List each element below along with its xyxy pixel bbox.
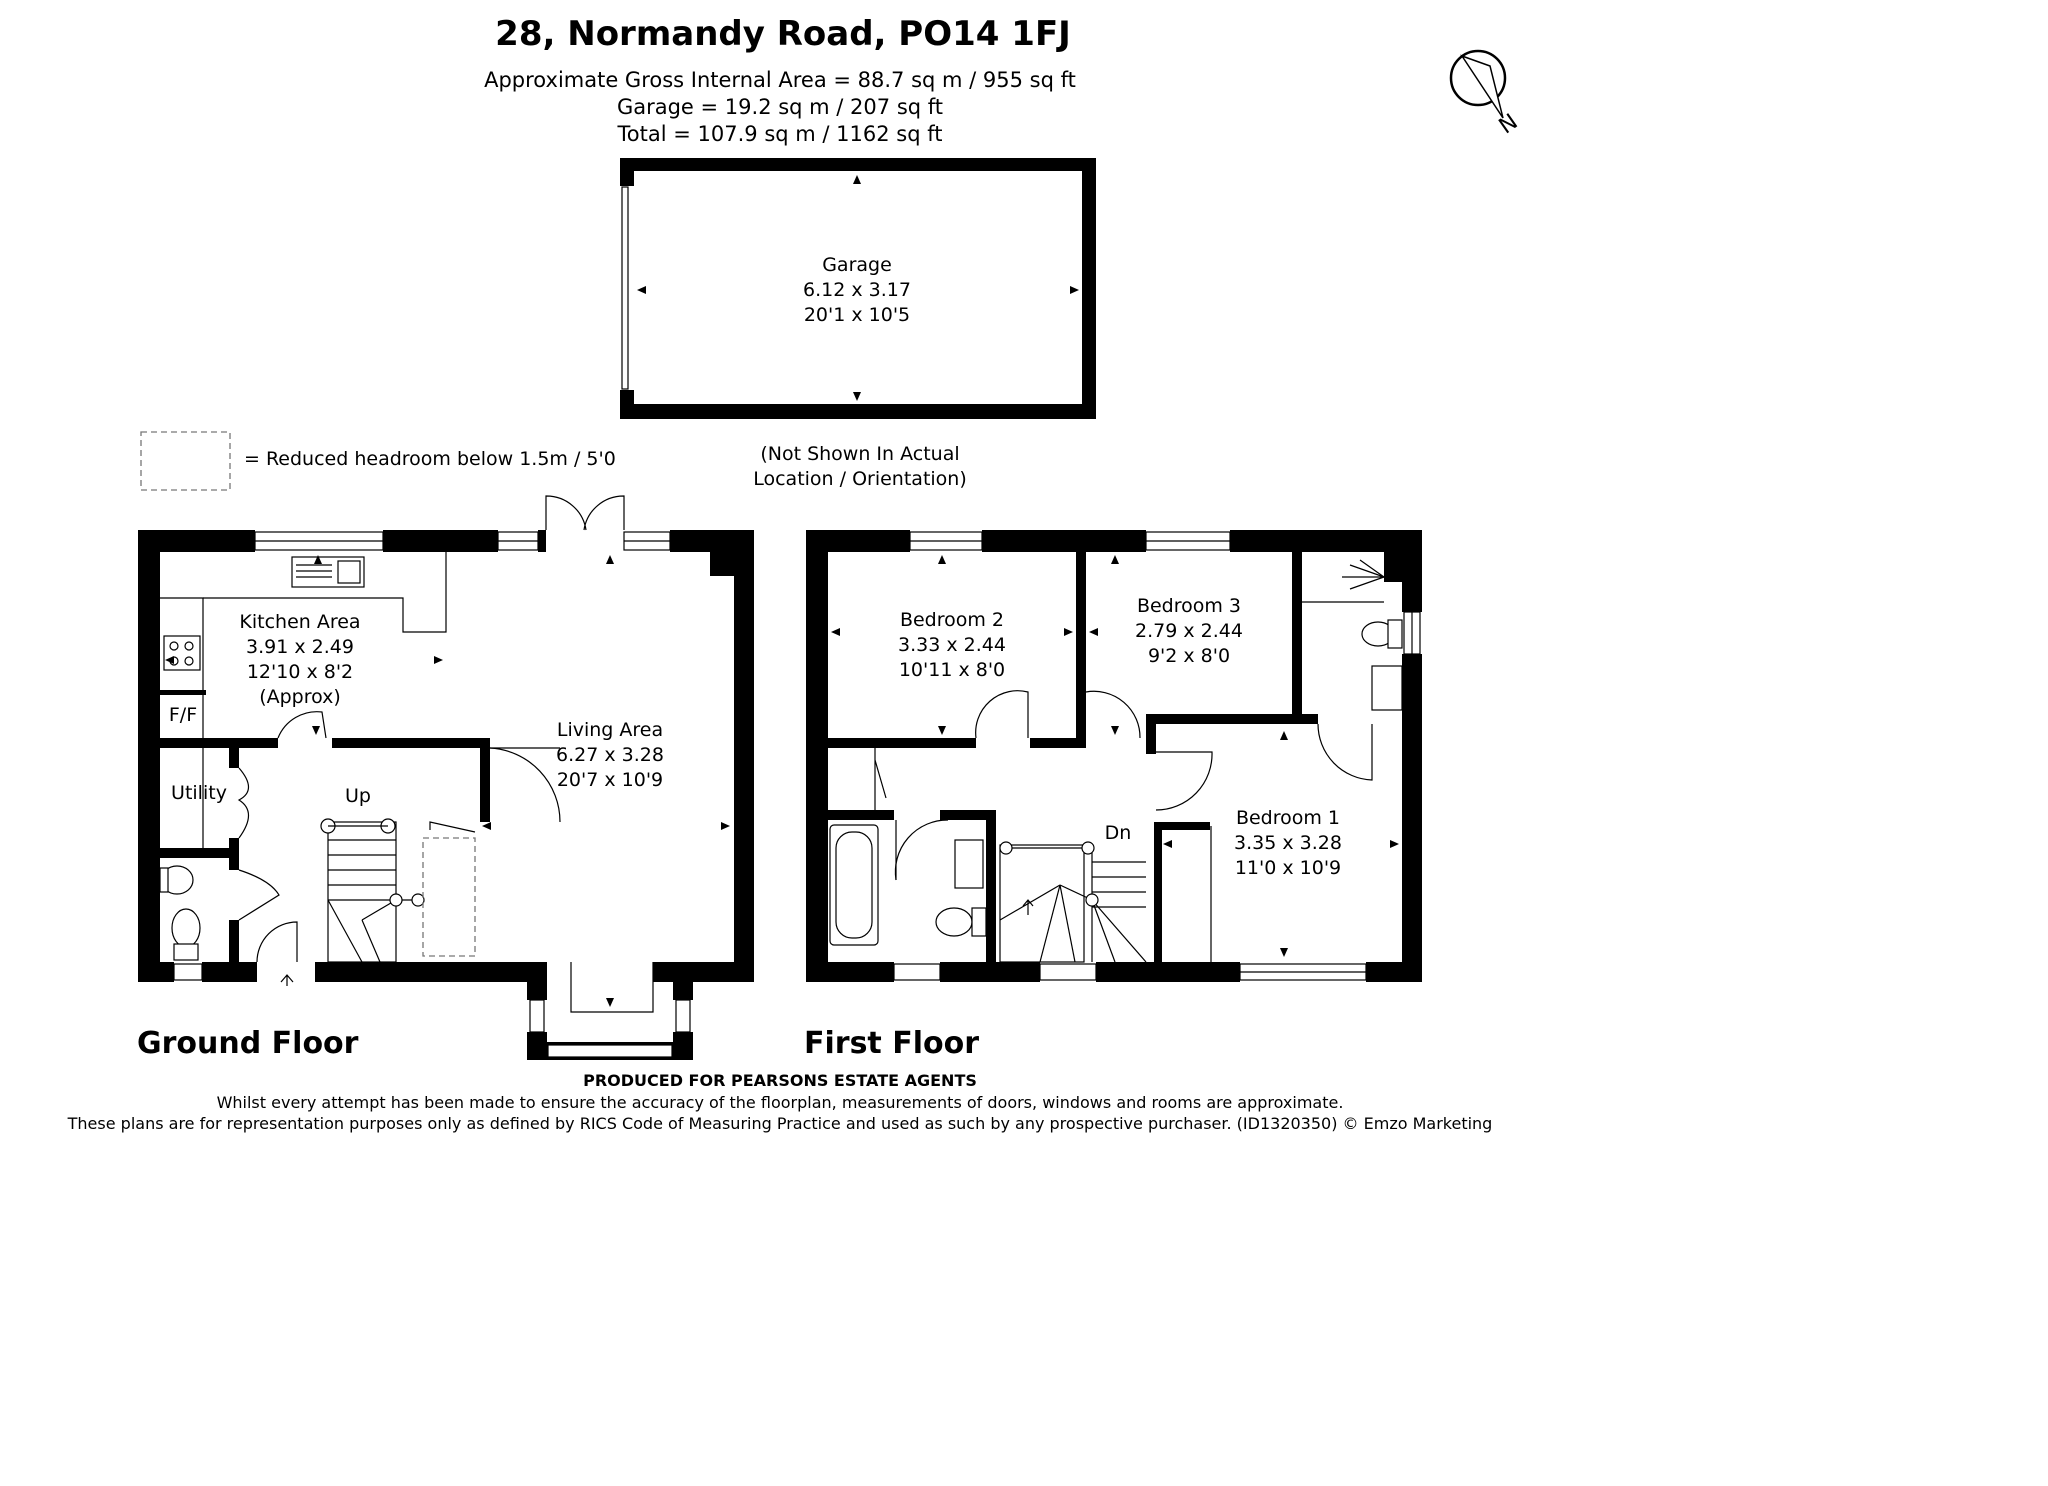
total-area: Total = 107.9 sq m / 1162 sq ft xyxy=(617,122,943,146)
patio-door xyxy=(545,495,587,531)
garage-door xyxy=(621,186,629,390)
stairs-down-label: Dn xyxy=(1105,822,1132,844)
bedroom1-imperial: 11'0 x 10'9 xyxy=(1235,857,1341,879)
kitchen-name: Kitchen Area xyxy=(239,611,360,633)
shower-icon xyxy=(1342,559,1385,590)
kitchen-imperial: 12'10 x 8'2 xyxy=(247,661,353,683)
reduced-headroom-legend: = Reduced headroom below 1.5m / 5'0 xyxy=(244,448,616,470)
living-metric: 6.27 x 3.28 xyxy=(556,744,664,766)
ground-floor-title: Ground Floor xyxy=(137,1026,359,1061)
garage-plan: Garage 6.12 x 3.17 20'1 x 10'5 xyxy=(620,158,1096,419)
garage-area: Garage = 19.2 sq m / 207 sq ft xyxy=(617,95,943,119)
bedroom2-name: Bedroom 2 xyxy=(900,609,1004,631)
bedroom3-imperial: 9'2 x 8'0 xyxy=(1148,645,1230,667)
ensuite-basin-icon xyxy=(1371,665,1403,711)
disclaimer-line1: Whilst every attempt has been made to en… xyxy=(217,1093,1344,1112)
garage-note-line1: (Not Shown In Actual xyxy=(760,443,959,465)
ground-floor-plan: Kitchen Area 3.91 x 2.49 12'10 x 8'2 (Ap… xyxy=(138,495,754,1060)
stairs-up-label: Up xyxy=(345,785,371,807)
gross-internal-area: Approximate Gross Internal Area = 88.7 s… xyxy=(484,68,1076,92)
garage-metric: 6.12 x 3.17 xyxy=(803,279,911,301)
living-imperial: 20'7 x 10'9 xyxy=(557,769,663,791)
producer-credit: PRODUCED FOR PEARSONS ESTATE AGENTS xyxy=(583,1071,977,1090)
bedroom1-name: Bedroom 1 xyxy=(1236,807,1340,829)
property-title: 28, Normandy Road, PO14 1FJ xyxy=(495,14,1071,54)
hob-icon xyxy=(163,635,201,671)
utility-label: Utility xyxy=(171,782,227,804)
garage-imperial: 20'1 x 10'5 xyxy=(804,304,910,326)
first-staircase xyxy=(999,841,1147,963)
bedroom3-name: Bedroom 3 xyxy=(1137,595,1241,617)
reduced-headroom-legend-swatch xyxy=(140,431,231,491)
bedroom3-metric: 2.79 x 2.44 xyxy=(1135,620,1243,642)
garage-note-line2: Location / Orientation) xyxy=(753,468,967,490)
reduced-headroom-area xyxy=(422,837,476,957)
living-name: Living Area xyxy=(557,719,663,741)
fridge-freezer-label: F/F xyxy=(169,704,197,726)
kitchen-note: (Approx) xyxy=(259,686,341,708)
bathroom-basin-icon xyxy=(954,839,984,889)
disclaimer-line2: These plans are for representation purpo… xyxy=(67,1114,1493,1133)
floor-plan: 28, Normandy Road, PO14 1FJ Approximate … xyxy=(67,14,1523,1133)
bathroom-toilet-icon xyxy=(935,907,973,937)
bedroom2-metric: 3.33 x 2.44 xyxy=(898,634,1006,656)
first-floor-title: First Floor xyxy=(804,1026,979,1061)
north-label: N xyxy=(1495,110,1523,140)
garage-name: Garage xyxy=(822,254,892,276)
toilet-icon xyxy=(171,908,201,948)
bedroom1-metric: 3.35 x 3.28 xyxy=(1234,832,1342,854)
bedroom2-imperial: 10'11 x 8'0 xyxy=(899,659,1005,681)
north-compass-icon: N xyxy=(1449,49,1523,140)
ground-staircase xyxy=(320,818,425,963)
kitchen-metric: 3.91 x 2.49 xyxy=(246,636,354,658)
first-floor-plan: Bedroom 2 3.33 x 2.44 10'11 x 8'0 Bedroo… xyxy=(806,530,1422,982)
